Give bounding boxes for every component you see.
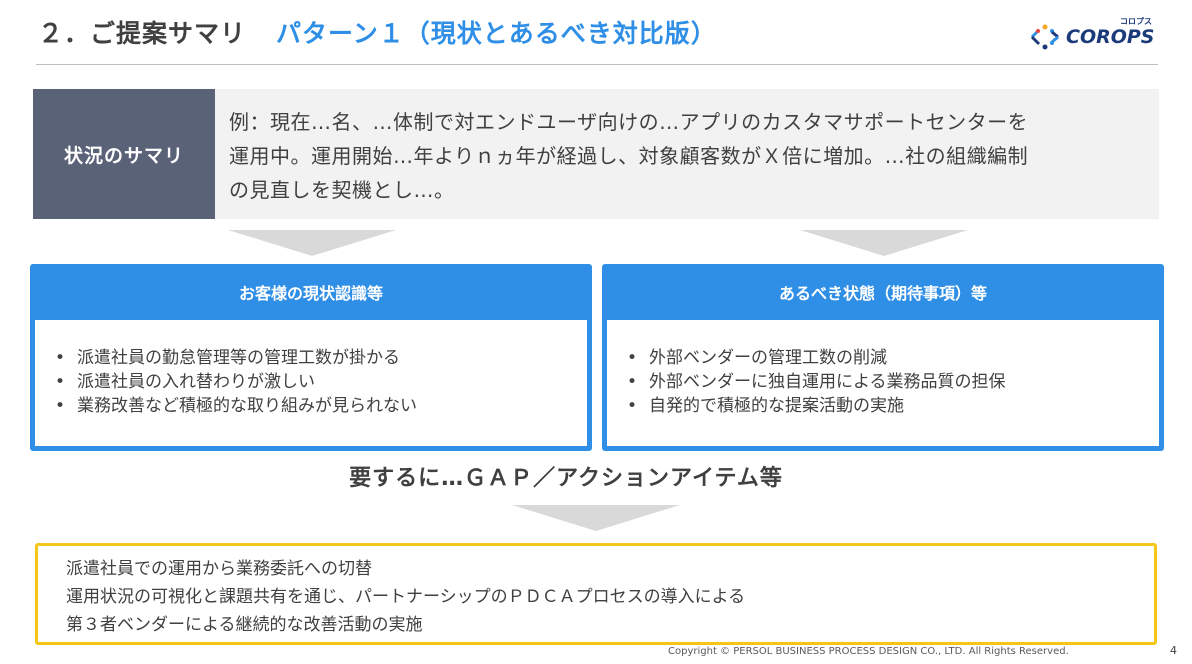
current-state-body: 派遣社員の勤怠管理等の管理工数が掛かる 派遣社員の入れ替わりが激しい 業務改善な… xyxy=(35,320,587,446)
logo-mark-icon xyxy=(1030,24,1059,50)
summary-line: 例：現在…名、…体制で対エンドユーザ向けの…アプリのカスタマサポートセンターを xyxy=(229,110,1029,134)
list-item: 派遣社員の勤怠管理等の管理工数が掛かる xyxy=(55,346,587,370)
action-item: 派遣社員での運用から業務委託への切替 xyxy=(66,559,372,579)
list-item: 業務改善など積極的な取り組みが見られない xyxy=(55,394,587,418)
current-state-list: 派遣社員の勤怠管理等の管理工数が掛かる 派遣社員の入れ替わりが激しい 業務改善な… xyxy=(35,320,587,418)
page-title: ２．ご提案サマリパターン１（現状とあるべき対比版） xyxy=(38,14,717,54)
list-item: 外部ベンダーに独自運用による業務品質の担保 xyxy=(627,370,1159,394)
summary-line: の見直しを契機とし…。 xyxy=(229,178,455,202)
action-item: 運用状況の可視化と課題共有を通じ、パートナーシップのＰＤＣＡプロセスの導入による xyxy=(66,587,746,607)
summary-label: 状況のサマリ xyxy=(33,89,215,219)
ideal-state-list: 外部ベンダーの管理工数の削減 外部ベンダーに独自運用による業務品質の担保 自発的… xyxy=(607,320,1159,418)
action-items-box: 派遣社員での運用から業務委託への切替 運用状況の可視化と課題共有を通じ、パートナ… xyxy=(35,543,1157,645)
ideal-state-title: あるべき状態（期待事項）等 xyxy=(778,284,987,303)
ideal-state-body: 外部ベンダーの管理工数の削減 外部ベンダーに独自運用による業務品質の担保 自発的… xyxy=(607,320,1159,446)
logo-kana: コロプス xyxy=(1120,17,1152,26)
gap-heading: 要するに…ＧＡＰ／アクションアイテム等 xyxy=(349,466,783,491)
copyright-notice: Copyright © PERSOL BUSINESS PROCESS DESI… xyxy=(668,646,1069,657)
corops-logo: コロプス COROPS xyxy=(1028,16,1155,54)
logo-wordmark: COROPS xyxy=(1066,26,1155,48)
title-divider xyxy=(36,64,1158,65)
list-item: 派遣社員の入れ替わりが激しい xyxy=(55,370,587,394)
summary-line: 運用中。運用開始…年よりｎヵ年が経過し、対象顧客数がＸ倍に増加。…社の組織編制 xyxy=(229,144,1029,168)
down-chevron-left xyxy=(228,230,396,256)
page-number: 4 xyxy=(1170,644,1177,657)
down-chevron-center xyxy=(512,505,680,531)
title-main: ２．ご提案サマリ xyxy=(38,19,247,48)
current-state-title: お客様の現状認識等 xyxy=(238,284,383,303)
current-state-panel: お客様の現状認識等 派遣社員の勤怠管理等の管理工数が掛かる 派遣社員の入れ替わり… xyxy=(30,264,592,451)
ideal-state-panel: あるべき状態（期待事項）等 外部ベンダーの管理工数の削減 外部ベンダーに独自運用… xyxy=(602,264,1164,451)
list-item: 外部ベンダーの管理工数の削減 xyxy=(627,346,1159,370)
action-item: 第３者ベンダーによる継続的な改善活動の実施 xyxy=(66,615,423,635)
title-sub: パターン１（現状とあるべき対比版） xyxy=(276,19,717,48)
down-chevron-right xyxy=(800,230,968,256)
summary-text: 例：現在…名、…体制で対エンドユーザ向けの…アプリのカスタマサポートセンターを … xyxy=(215,89,1159,219)
list-item: 自発的で積極的な提案活動の実施 xyxy=(627,394,1159,418)
